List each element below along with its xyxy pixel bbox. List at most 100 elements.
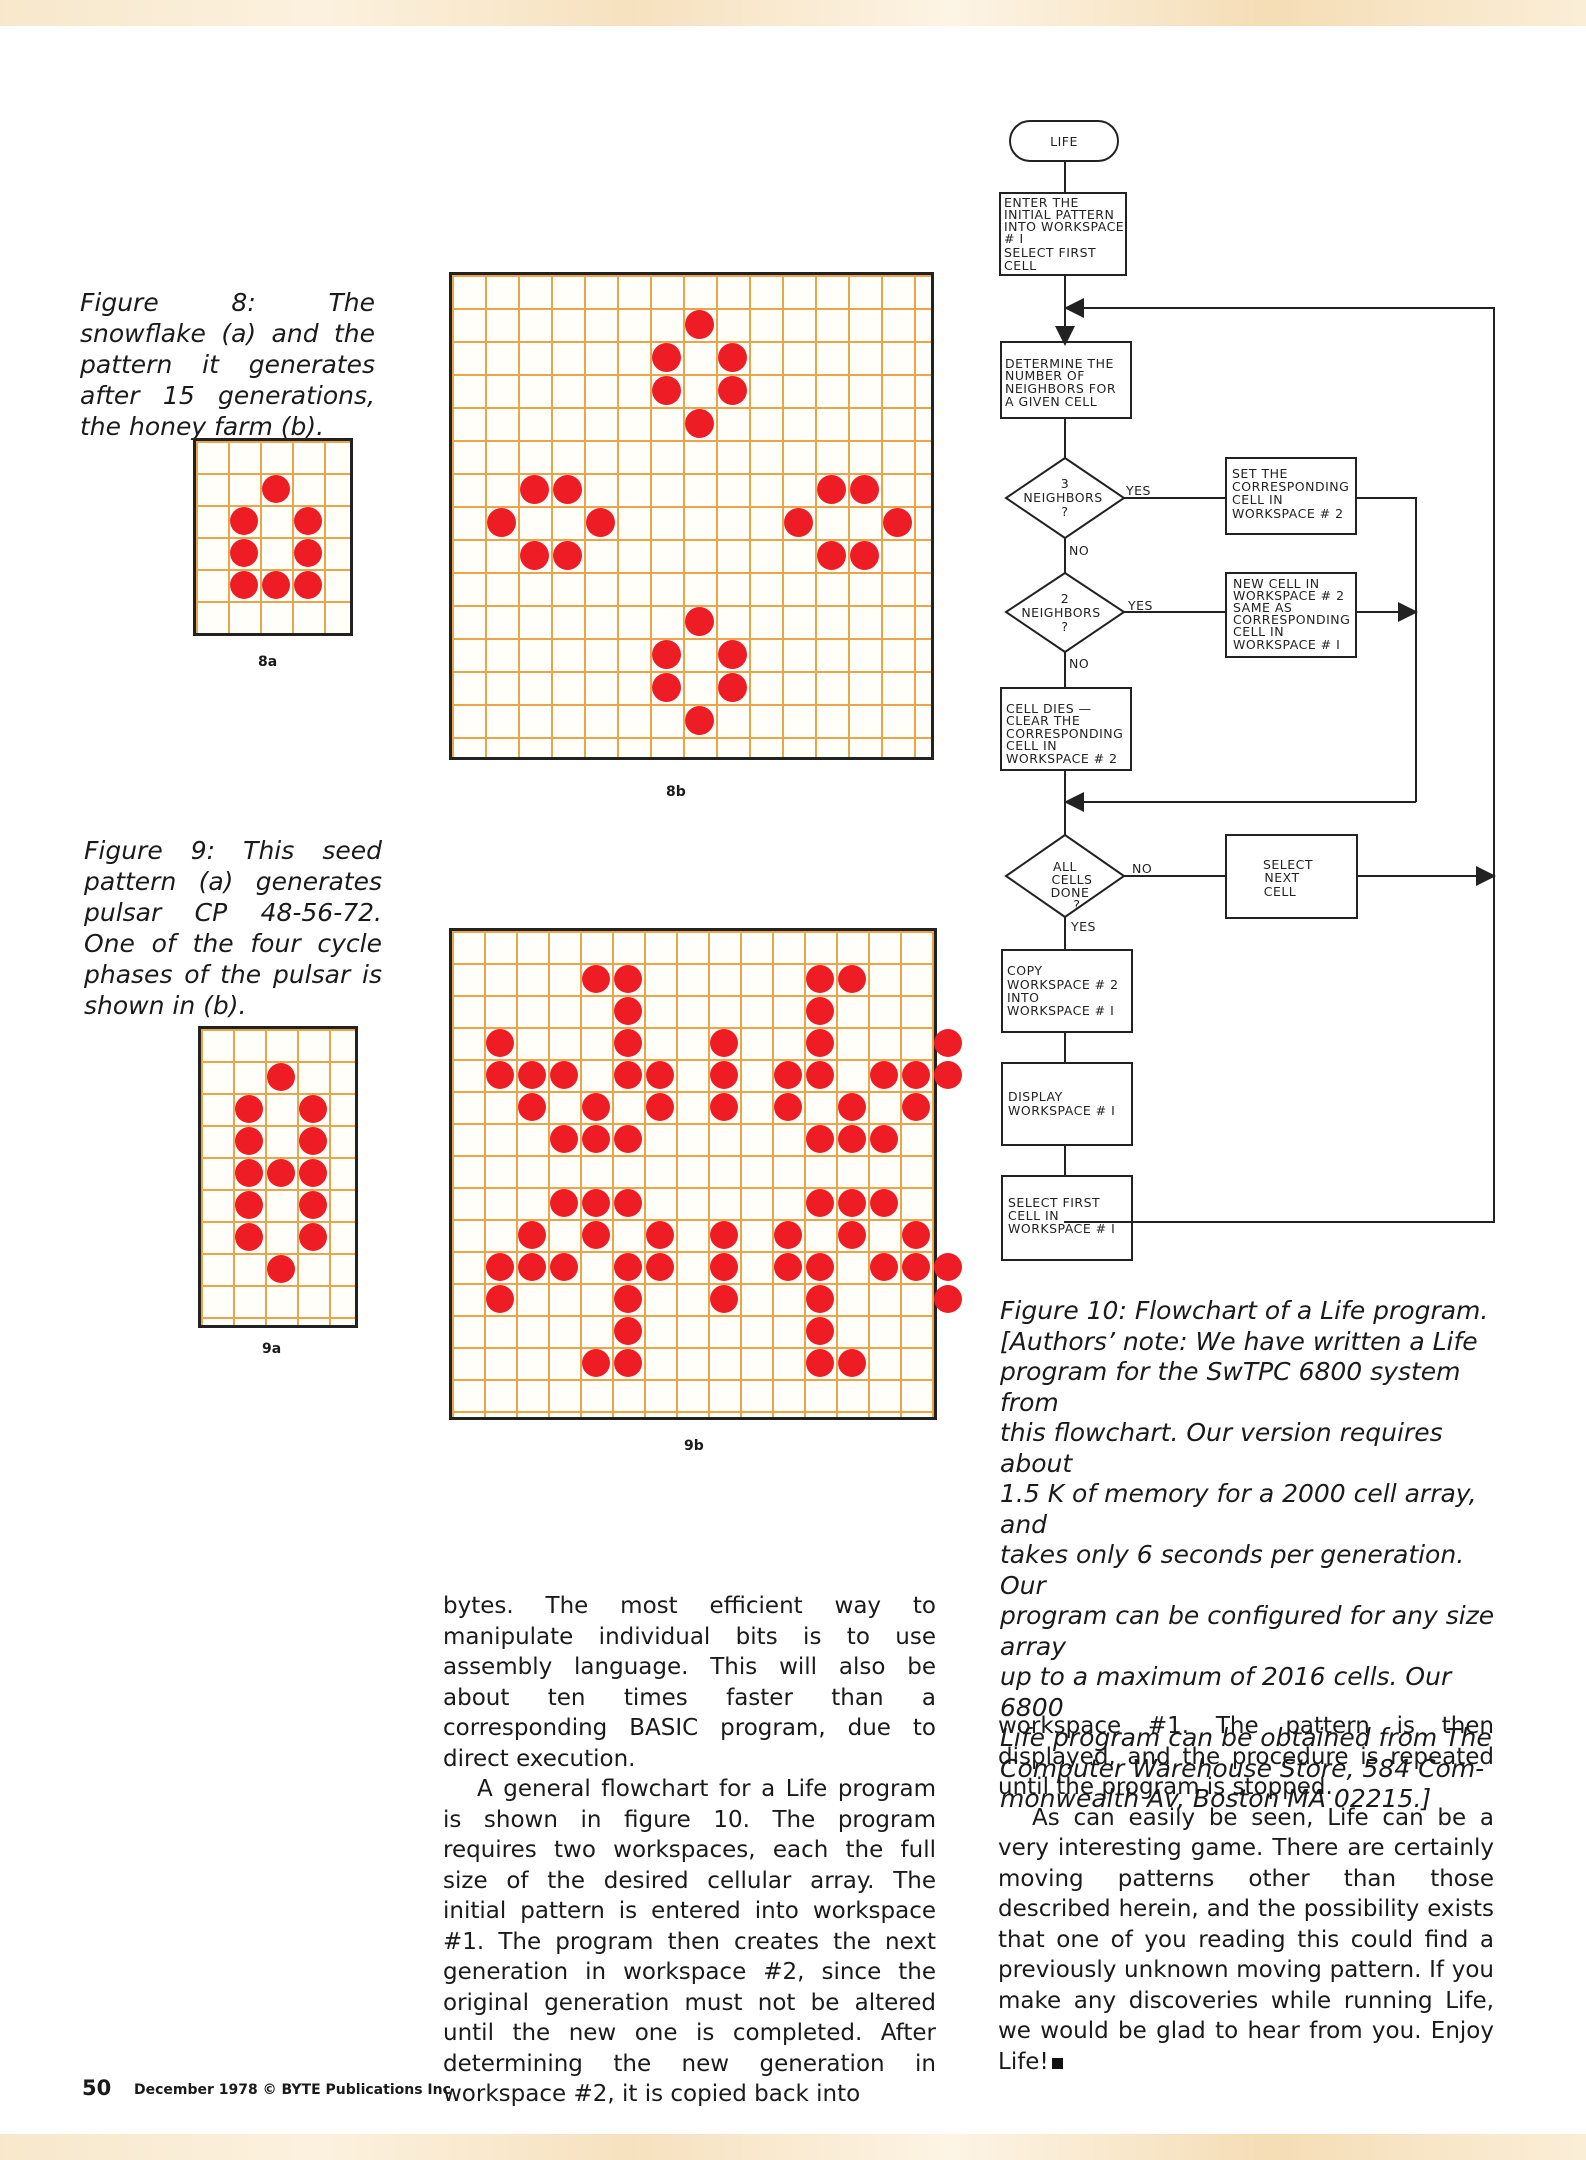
live-cell (267, 1159, 295, 1187)
live-cell (614, 1349, 642, 1377)
flow-text: NEIGHBORS FOR (1005, 381, 1116, 396)
body-paragraph: A general flowchart for a Life program i… (443, 1776, 936, 2107)
live-cell (486, 1253, 514, 1281)
live-cell (710, 1221, 738, 1249)
flow-text: DISPLAY (1008, 1089, 1063, 1104)
flow-text: ENTER THE (1004, 195, 1079, 210)
live-cell (838, 1125, 866, 1153)
flow-text: NEIGHBORS (1021, 605, 1100, 620)
flow-text: WORKSPACE # 2 (1006, 751, 1118, 766)
live-cell (487, 508, 516, 537)
live-cell (614, 1061, 642, 1089)
live-cell (267, 1063, 295, 1091)
live-cell (710, 1253, 738, 1281)
flow-start-label: LIFE (1050, 134, 1078, 149)
live-cell (582, 965, 610, 993)
live-cell (518, 1061, 546, 1089)
live-cell (934, 1061, 962, 1089)
live-cell (817, 541, 846, 570)
flow-text: NEW CELL IN (1233, 576, 1320, 591)
flow-text: DETERMINE THE (1005, 356, 1114, 371)
live-cell (870, 1253, 898, 1281)
live-cell (614, 1285, 642, 1313)
live-cell (294, 507, 322, 535)
live-cell (817, 475, 846, 504)
live-cell (553, 475, 582, 504)
live-cell (883, 508, 912, 537)
live-cell (550, 1125, 578, 1153)
flow-text: 2 (1061, 591, 1069, 606)
live-cell (262, 475, 290, 503)
flow-text: CORRESPONDING (1006, 726, 1123, 741)
flow-text: ALL (1053, 859, 1077, 874)
live-cell (614, 1125, 642, 1153)
live-cell (685, 706, 714, 735)
page-number: 50 (82, 2076, 112, 2100)
figure-9b-grid (449, 928, 937, 1420)
live-cell (806, 1189, 834, 1217)
live-cell (518, 1253, 546, 1281)
flow-text: ? (1073, 897, 1080, 912)
figure-10-caption-line: takes only 6 seconds per generation. Our (1000, 1540, 1465, 1600)
flow-text: CLEAR THE (1006, 713, 1080, 728)
live-cell (230, 571, 258, 599)
live-cell (230, 507, 258, 535)
flow-text: WORKSPACE # 2 (1232, 506, 1344, 521)
flow-no-label: NO (1069, 543, 1089, 558)
figure-10-caption-line: Life program can be obtained from The (1000, 1723, 1492, 1752)
live-cell (235, 1223, 263, 1251)
flow-text: 3 (1061, 476, 1069, 491)
live-cell (850, 475, 879, 504)
live-cell (582, 1125, 610, 1153)
live-cell (553, 541, 582, 570)
figure-10-caption-line: program for the SwTPC 6800 system from (1000, 1357, 1461, 1417)
live-cell (299, 1127, 327, 1155)
live-cell (902, 1253, 930, 1281)
live-cell (652, 640, 681, 669)
live-cell (235, 1095, 263, 1123)
live-cell (646, 1253, 674, 1281)
live-cell (614, 1029, 642, 1057)
live-cell (614, 1317, 642, 1345)
live-cell (934, 1285, 962, 1313)
live-cell (870, 1125, 898, 1153)
live-cell (235, 1159, 263, 1187)
live-cell (267, 1255, 295, 1283)
live-cell (806, 997, 834, 1025)
live-cell (902, 1093, 930, 1121)
figure-8b-grid (449, 272, 934, 760)
figure-10-caption-line: up to a maximum of 2016 cells. Our 6800 (1000, 1662, 1452, 1722)
live-cell (299, 1191, 327, 1219)
live-cell (486, 1029, 514, 1057)
flow-text: NUMBER OF (1005, 368, 1085, 383)
flow-text: A GIVEN CELL (1005, 394, 1097, 409)
flow-text: WORKSPACE # I (1008, 1221, 1115, 1236)
flow-text: WORKSPACE # 2 (1007, 977, 1119, 992)
live-cell (582, 1349, 610, 1377)
live-cell (838, 965, 866, 993)
flow-text: NEIGHBORS (1023, 490, 1102, 505)
body-paragraph: workspace #1. The pattern is then displa… (998, 1713, 1494, 1800)
flow-text: SELECT (1263, 857, 1313, 872)
flow-text: CELL IN (1008, 1208, 1059, 1223)
live-cell (652, 673, 681, 702)
figure-8b-label: 8b (666, 784, 686, 800)
live-cell (235, 1127, 263, 1155)
flow-no-label: NO (1069, 656, 1089, 671)
flow-text: CORRESPONDING (1233, 612, 1350, 627)
live-cell (718, 343, 747, 372)
live-cell (646, 1061, 674, 1089)
live-cell (520, 541, 549, 570)
live-cell (586, 508, 615, 537)
flow-copy-workspace-box (1001, 949, 1133, 1033)
live-cell (582, 1189, 610, 1217)
flow-text: ? (1061, 504, 1068, 519)
live-cell (685, 310, 714, 339)
live-cell (652, 376, 681, 405)
live-cell (582, 1221, 610, 1249)
live-cell (838, 1093, 866, 1121)
live-cell (784, 508, 813, 537)
figure-10-caption-line: 1.5 K of memory for a 2000 cell array, a… (1000, 1479, 1477, 1539)
flow-text: CELLS (1052, 872, 1093, 887)
